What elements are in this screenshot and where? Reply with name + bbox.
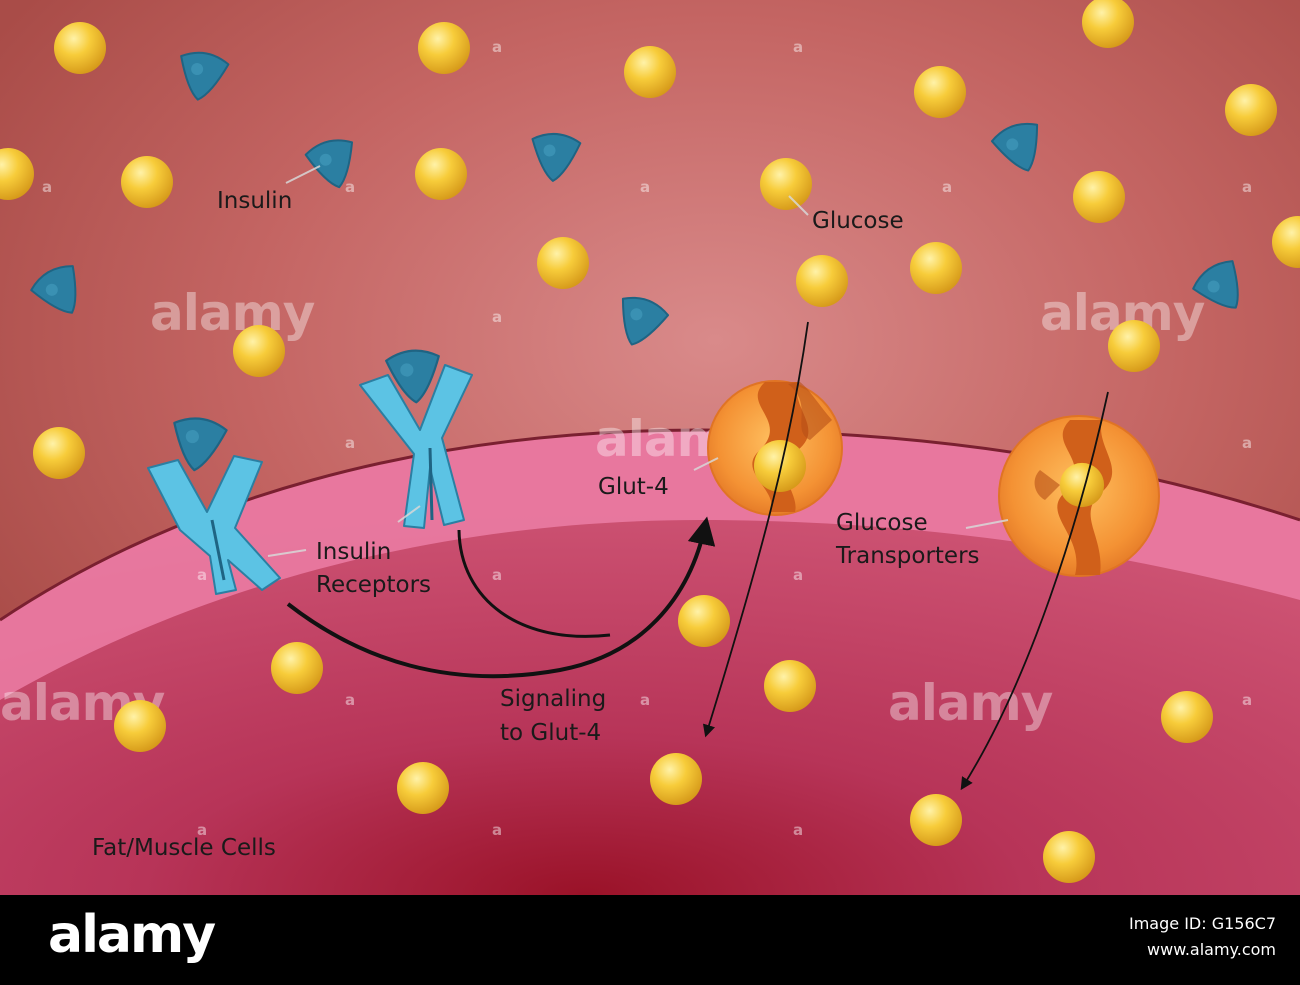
insulin-receptor-left xyxy=(147,414,281,595)
glut4-label: Glut-4 xyxy=(598,474,669,500)
glucose-molecule xyxy=(397,762,449,814)
watermark-text: alamy xyxy=(150,284,315,342)
watermark-letter: a xyxy=(942,178,952,196)
watermark-letter: a xyxy=(492,566,502,584)
glut4-transporter-second xyxy=(998,415,1160,577)
insulin-label: Insulin xyxy=(217,188,292,214)
glucose-molecule xyxy=(114,700,166,752)
watermark-letter: a xyxy=(197,566,207,584)
footer-meta: Image ID: G156C7 www.alamy.com xyxy=(1129,911,1276,963)
watermark-letter: a xyxy=(492,821,502,839)
signaling-arrow-inner xyxy=(457,529,611,638)
leader-line xyxy=(397,505,421,523)
insulin-receptors-label-line2: Receptors xyxy=(316,572,431,598)
glucose-transporters-label-line2: Transporters xyxy=(835,543,980,569)
leader-lines xyxy=(267,165,1009,557)
watermark-letter: a xyxy=(793,566,803,584)
glucose-molecule xyxy=(1161,691,1213,743)
watermark-letter: a xyxy=(793,38,803,56)
glucose-transporters-label-line1: Glucose xyxy=(836,510,928,536)
site-url-text: www.alamy.com xyxy=(1147,940,1276,959)
glucose-molecule xyxy=(1108,320,1160,372)
cells-label: Fat/Muscle Cells xyxy=(92,835,276,861)
watermark-letter: a xyxy=(640,178,650,196)
cell-membrane-band xyxy=(0,430,1300,700)
watermark-letter: a xyxy=(345,691,355,709)
glucose-molecule xyxy=(910,794,962,846)
glucose-molecule xyxy=(54,22,106,74)
watermark-letter: a xyxy=(492,38,502,56)
signaling-arrow-outer xyxy=(286,516,716,679)
glucose-molecule xyxy=(650,753,702,805)
glucose-molecule xyxy=(910,242,962,294)
glucose-molecule xyxy=(415,148,467,200)
glucose-label: Glucose xyxy=(812,208,904,234)
insulin-glucose-diagram: alamy alamy alamy alamy alamy a a a a a … xyxy=(0,0,1300,895)
glucose-molecule xyxy=(233,325,285,377)
watermark-letter: a xyxy=(345,178,355,196)
insulin-receptors-label-line1: Insulin xyxy=(316,539,391,565)
insulin-receptor-right xyxy=(359,347,473,529)
watermark-letter: a xyxy=(197,821,207,839)
glucose-molecule xyxy=(1043,831,1095,883)
image-id-text: Image ID: G156C7 xyxy=(1129,914,1276,933)
glucose-molecule xyxy=(624,46,676,98)
glucose-molecule xyxy=(760,158,812,210)
leader-line xyxy=(965,519,1009,529)
labels: Insulin Glucose Glut-4 Insulin Receptors… xyxy=(92,188,980,861)
leader-line xyxy=(267,549,307,557)
glucose-molecule xyxy=(537,237,589,289)
watermark-letter: a xyxy=(1242,434,1252,452)
leader-line xyxy=(693,457,719,471)
watermark-letter: a xyxy=(1242,691,1252,709)
glucose-molecule xyxy=(121,156,173,208)
glucose-molecule xyxy=(1073,171,1125,223)
glucose-molecule xyxy=(33,427,85,479)
watermark-letter: a xyxy=(345,434,355,452)
glucose-path-arrow xyxy=(960,391,1109,791)
watermark-letter: a xyxy=(793,821,803,839)
glut4-transporter-main xyxy=(707,380,843,516)
watermark-text: alamy xyxy=(888,674,1053,732)
glucose-molecule xyxy=(271,642,323,694)
leader-line xyxy=(285,165,321,184)
watermark-letter: a xyxy=(42,178,52,196)
alamy-logo: alamy xyxy=(48,905,216,965)
transported-glucose xyxy=(754,440,806,492)
watermark-letter: a xyxy=(640,691,650,709)
glucose-molecule xyxy=(1225,84,1277,136)
signaling-label-line2: to Glut-4 xyxy=(500,720,601,746)
stock-footer-bar: alamy Image ID: G156C7 www.alamy.com xyxy=(0,895,1300,985)
arrows xyxy=(286,321,1109,791)
glucose-molecule xyxy=(796,255,848,307)
watermark-letter: a xyxy=(1242,178,1252,196)
signaling-label-line1: Signaling xyxy=(500,686,606,712)
transported-glucose xyxy=(1059,462,1105,508)
glucose-path-arrow xyxy=(702,321,809,738)
glucose-molecule xyxy=(678,595,730,647)
leader-line xyxy=(788,195,809,216)
glucose-molecule xyxy=(418,22,470,74)
glucose-molecule xyxy=(914,66,966,118)
watermark-letter: a xyxy=(492,308,502,326)
glucose-molecule xyxy=(764,660,816,712)
